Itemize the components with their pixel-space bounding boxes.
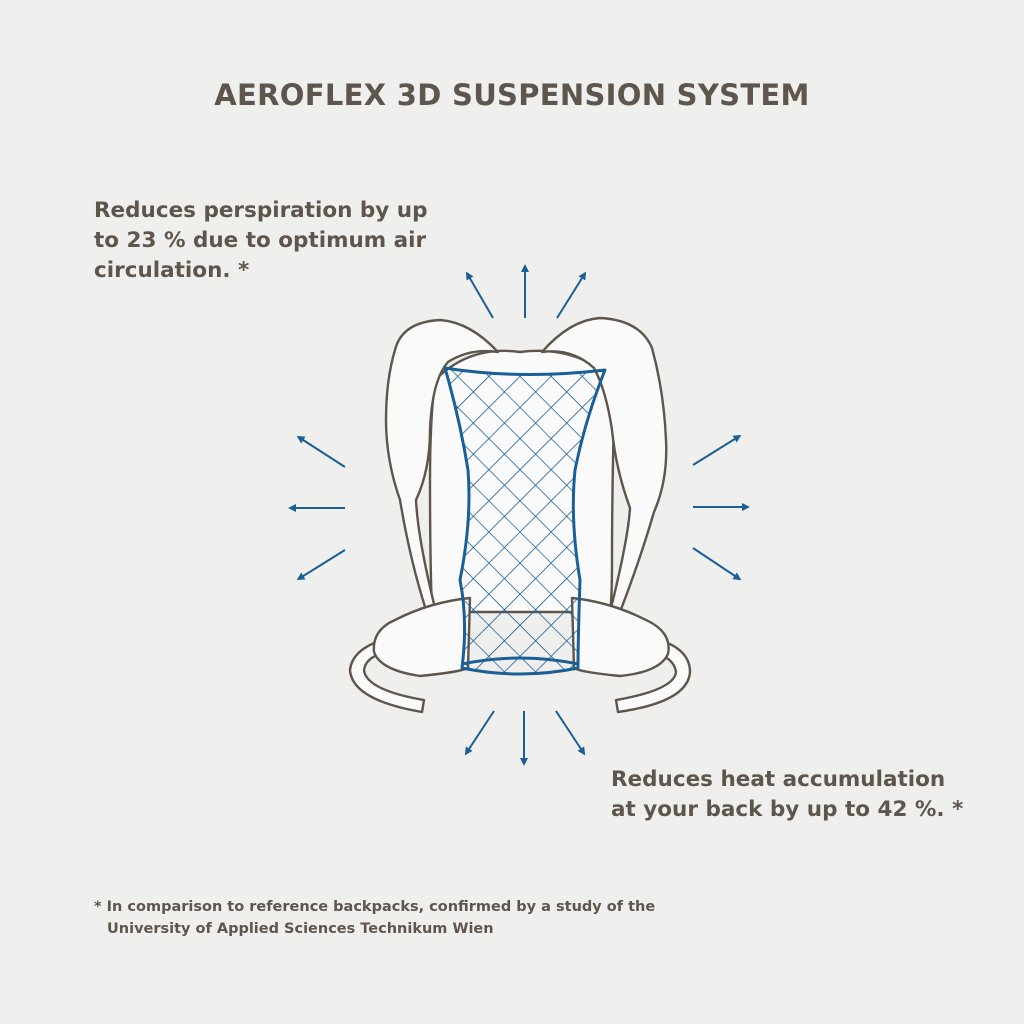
heat-callout: Reduces heat accumulation at your back b… xyxy=(611,765,963,825)
airflow-arrow-icon xyxy=(692,547,742,581)
left-shoulder-strap xyxy=(384,318,500,614)
callout-line: Reduces perspiration by up xyxy=(94,198,428,223)
left-hip-fin xyxy=(372,596,472,678)
airflow-arrow-icon xyxy=(692,434,742,466)
right-hip-fin xyxy=(570,596,670,678)
airflow-arrow-icon xyxy=(296,549,346,581)
callout-line: Reduces heat accumulation xyxy=(611,767,946,792)
callout-line: to 23 % due to optimum air xyxy=(94,228,427,253)
airflow-arrow-icon xyxy=(465,271,494,319)
airflow-arrow-icon xyxy=(556,271,587,319)
footnote-line: University of Applied Sciences Technikum… xyxy=(107,921,494,937)
perspiration-callout: Reduces perspiration by up to 23 % due t… xyxy=(94,196,427,286)
left-hip-strap-loop xyxy=(348,638,426,714)
airflow-arrow-icon xyxy=(464,710,495,756)
footnote: * In comparison to reference backpacks, … xyxy=(94,896,655,940)
airflow-arrow-icon xyxy=(296,435,346,468)
airflow-arrow-icon xyxy=(555,710,586,756)
page-title: AEROFLEX 3D SUSPENSION SYSTEM xyxy=(214,78,810,112)
right-hip-strap-loop xyxy=(614,638,692,714)
callout-line: at your back by up to 42 %. * xyxy=(611,797,964,822)
right-shoulder-strap xyxy=(540,316,668,614)
footnote-line: * In comparison to reference backpacks, … xyxy=(94,899,656,915)
callout-line: circulation. * xyxy=(94,258,250,283)
